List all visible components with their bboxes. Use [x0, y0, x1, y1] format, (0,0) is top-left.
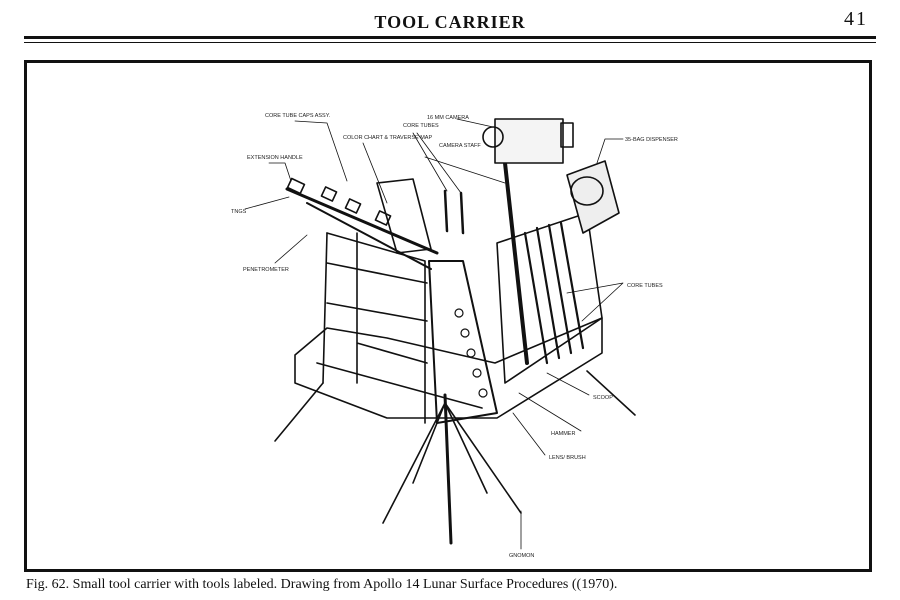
- gnomon: [382, 402, 522, 524]
- carrier-leg-left: [274, 382, 324, 442]
- label-bag-dispenser: 35-BAG DISPENSER: [625, 137, 678, 143]
- label-core-tubes-top: CORE TUBES: [403, 123, 439, 129]
- tool-carrier-drawing: CORE TUBE CAPS ASSY. COLOR CHART & TRAVE…: [231, 113, 678, 559]
- label-gnomon: GNOMON: [509, 553, 534, 559]
- core-tubes-top: [443, 189, 465, 235]
- bag-dispenser: [566, 160, 620, 234]
- label-camera-16mm: 16 MM CAMERA: [427, 115, 469, 121]
- carrier-leg-right: [586, 370, 636, 416]
- page-number: 41: [844, 8, 868, 30]
- label-penetrometer: PENETROMETER: [243, 267, 289, 273]
- header-rule-thick: [24, 36, 876, 39]
- carrier-right-rack: [496, 212, 603, 384]
- tools-top-beam: [285, 177, 439, 270]
- label-tongs: TNGS: [231, 209, 247, 215]
- camera-staff: [503, 161, 529, 365]
- label-color-chart: COLOR CHART & TRAVERSE MAP: [343, 135, 432, 141]
- carrier-leg-front: [443, 393, 453, 545]
- header-rule-thin: [24, 42, 876, 43]
- color-chart-board: [376, 178, 432, 254]
- label-camera-staff: CAMERA STAFF: [439, 143, 481, 149]
- camera-16mm: [482, 118, 574, 164]
- figure-frame: CORE TUBE CAPS ASSY. COLOR CHART & TRAVE…: [24, 60, 872, 572]
- label-lens-brush: LENS/ BRUSH: [549, 455, 586, 461]
- page-header-title: TOOL CARRIER: [374, 12, 526, 32]
- carrier-center-panel: [428, 260, 498, 424]
- carrier-left-frame: [322, 232, 428, 384]
- label-core-tube-caps: CORE TUBE CAPS ASSY.: [265, 113, 331, 119]
- carrier-base-frame: [294, 317, 603, 419]
- core-tubes-right: [523, 221, 585, 365]
- label-core-tubes-right: CORE TUBES: [627, 283, 663, 289]
- label-hammer: HAMMER: [551, 431, 575, 437]
- label-scoop: SCOOP: [593, 395, 613, 401]
- figure-caption: Fig. 62. Small tool carrier with tools l…: [26, 577, 618, 592]
- label-extension-handle: EXTENSION HANDLE: [247, 155, 303, 161]
